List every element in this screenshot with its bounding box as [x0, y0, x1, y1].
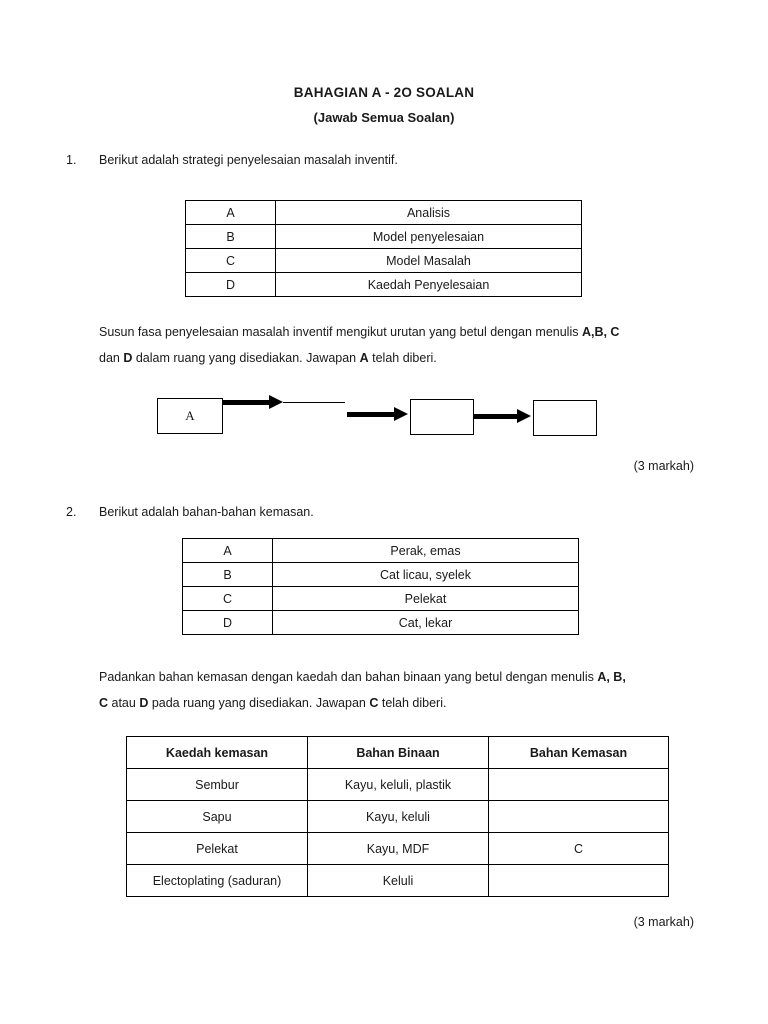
question-2-number: 2.: [66, 505, 77, 519]
question-2-options-table: A Perak, emas B Cat licau, syelek C Pele…: [182, 538, 579, 635]
cell-answer-blank[interactable]: [488, 864, 669, 897]
column-header-bahan-binaan: Bahan Binaan: [307, 736, 489, 769]
instruction-text: dan: [99, 351, 124, 365]
option-text: Cat, lekar: [272, 610, 579, 635]
option-key: C: [185, 248, 276, 273]
option-text: Model penyelesaian: [275, 224, 582, 249]
option-text: Analisis: [275, 200, 582, 225]
option-text: Perak, emas: [272, 538, 579, 563]
instruction-bold-answer: C: [369, 696, 379, 710]
instruction-text: telah diberi.: [368, 351, 437, 365]
question-2-marks: (3 markah): [633, 915, 694, 929]
flow-box-1: A: [157, 398, 223, 434]
option-key: A: [185, 200, 276, 225]
flow-box-2[interactable]: [410, 399, 474, 435]
instruction-bold-keys: A,B, C: [581, 325, 620, 339]
instruction-bold-key: D: [123, 351, 133, 365]
table-row: A Perak, emas: [182, 538, 579, 563]
instruction-text: pada ruang yang disediakan. Jawapan: [148, 696, 370, 710]
question-1-options-table: A Analisis B Model penyelesaian C Model …: [185, 200, 582, 297]
question-2-stem: Berikut adalah bahan-bahan kemasan.: [99, 505, 314, 519]
cell-answer-given: C: [488, 832, 669, 865]
cell-answer-blank[interactable]: [488, 800, 669, 833]
instruction-bold-key: C: [99, 696, 109, 710]
column-header-bahan-kemasan: Bahan Kemasan: [488, 736, 669, 769]
matching-table: Kaedah kemasan Bahan Binaan Bahan Kemasa…: [126, 736, 669, 897]
cell-bahan-binaan: Kayu, keluli: [307, 800, 489, 833]
instruction-text: Susun fasa penyelesaian masalah inventif…: [99, 325, 582, 339]
column-header-kaedah-kemasan: Kaedah kemasan: [126, 736, 308, 769]
cell-bahan-binaan: Kayu, MDF: [307, 832, 489, 865]
table-row: C Pelekat: [182, 586, 579, 611]
cell-kaedah: Pelekat: [126, 832, 308, 865]
table-row: Electoplating (saduran) Keluli: [126, 864, 669, 897]
table-row: A Analisis: [185, 200, 582, 225]
table-row: Pelekat Kayu, MDF C: [126, 832, 669, 865]
option-text: Model Masalah: [275, 248, 582, 273]
instruction-text: atau: [108, 696, 140, 710]
table-row: D Kaedah Penyelesaian: [185, 272, 582, 297]
option-key: D: [182, 610, 273, 635]
instruction-text: Padankan bahan kemasan dengan kaedah dan…: [99, 670, 598, 684]
instruction-bold-key: D: [139, 696, 149, 710]
table-row: B Model penyelesaian: [185, 224, 582, 249]
option-key: C: [182, 586, 273, 611]
table-header-row: Kaedah kemasan Bahan Binaan Bahan Kemasa…: [126, 736, 669, 769]
question-1-number: 1.: [66, 153, 77, 167]
table-row: C Model Masalah: [185, 248, 582, 273]
page-subtitle: (Jawab Semua Soalan): [313, 110, 455, 125]
question-1-instruction: Susun fasa penyelesaian masalah inventif…: [99, 319, 694, 371]
sequence-flow-diagram: A: [0, 390, 768, 445]
page-title: BAHAGIAN A - 2O SOALAN: [293, 85, 475, 100]
option-text: Pelekat: [272, 586, 579, 611]
option-key: A: [182, 538, 273, 563]
cell-answer-blank[interactable]: [488, 768, 669, 801]
table-row: Sapu Kayu, keluli: [126, 800, 669, 833]
question-2-instruction: Padankan bahan kemasan dengan kaedah dan…: [99, 664, 699, 716]
cell-kaedah: Sembur: [126, 768, 308, 801]
option-key: B: [185, 224, 276, 249]
cell-kaedah: Sapu: [126, 800, 308, 833]
cell-kaedah: Electoplating (saduran): [126, 864, 308, 897]
table-row: D Cat, lekar: [182, 610, 579, 635]
table-row: Sembur Kayu, keluli, plastik: [126, 768, 669, 801]
cell-bahan-binaan: Keluli: [307, 864, 489, 897]
cell-bahan-binaan: Kayu, keluli, plastik: [307, 768, 489, 801]
table-row: B Cat licau, syelek: [182, 562, 579, 587]
question-1-marks: (3 markah): [633, 459, 694, 473]
instruction-text: dalam ruang yang disediakan. Jawapan: [132, 351, 360, 365]
question-1-stem: Berikut adalah strategi penyelesaian mas…: [99, 153, 398, 167]
option-key: B: [182, 562, 273, 587]
instruction-bold-answer: A: [359, 351, 369, 365]
instruction-bold-keys: A, B,: [597, 670, 626, 684]
option-key: D: [185, 272, 276, 297]
option-text: Kaedah Penyelesaian: [275, 272, 582, 297]
option-text: Cat licau, syelek: [272, 562, 579, 587]
flow-box-3[interactable]: [533, 400, 597, 436]
flow-connector-line: [283, 402, 345, 403]
instruction-text: telah diberi.: [378, 696, 447, 710]
